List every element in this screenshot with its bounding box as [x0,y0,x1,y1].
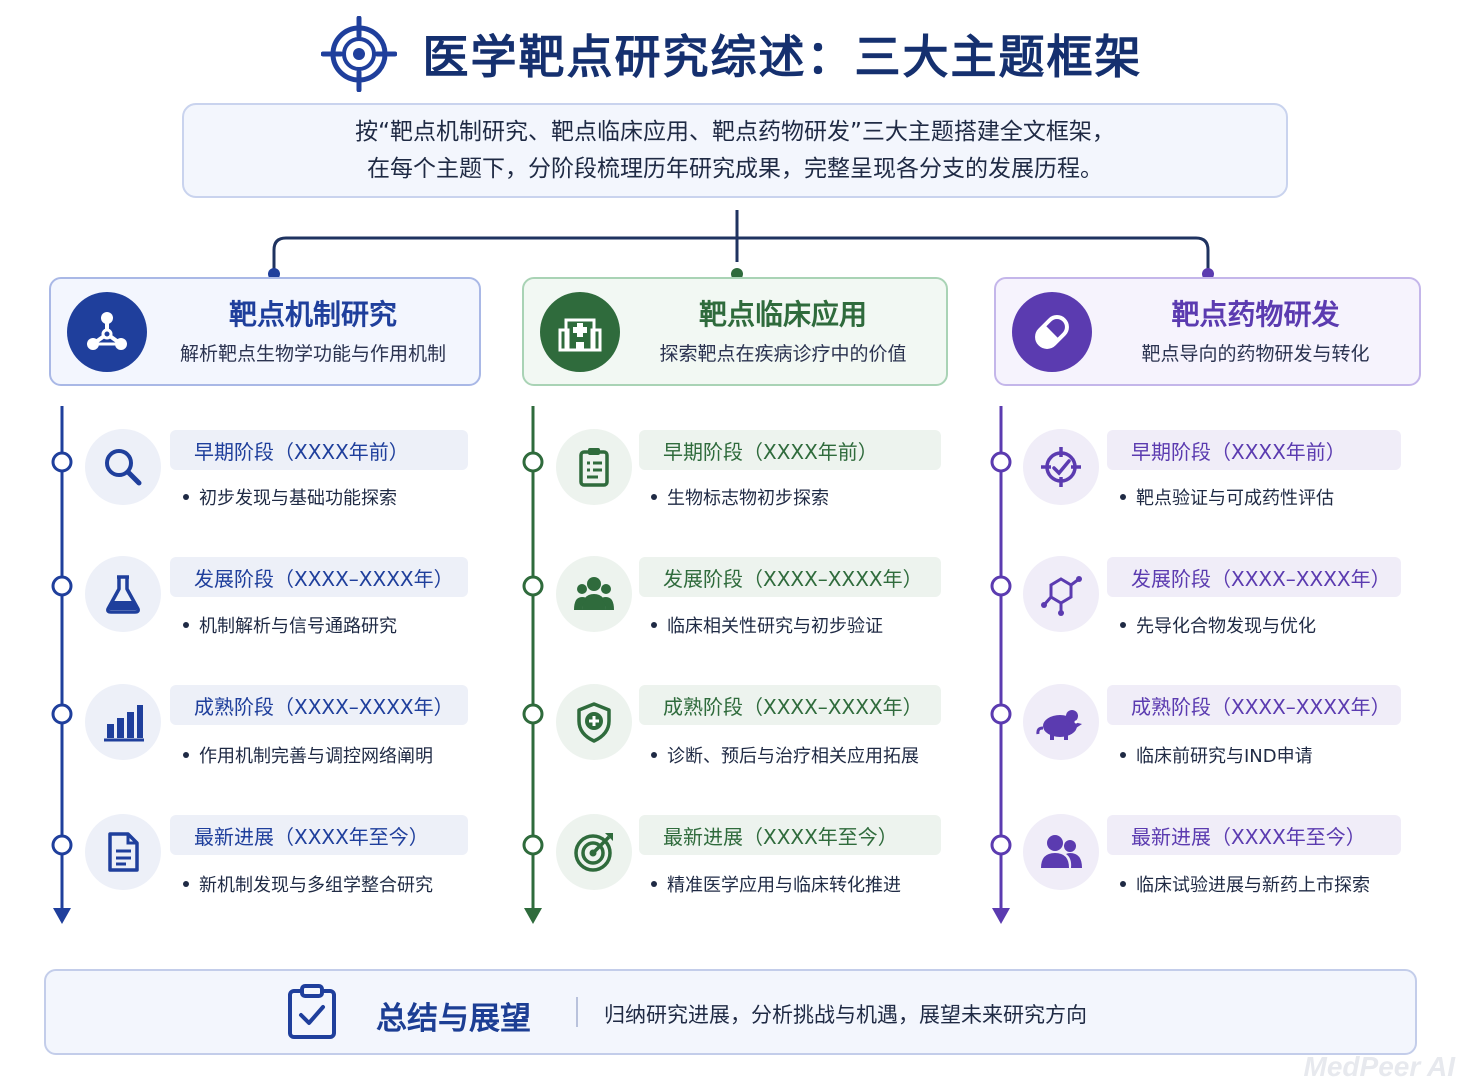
stage-label: 发展阶段（XXXX–XXXX年） [1107,557,1401,597]
stage-desc: 精准医学应用与临床转化推进 [651,873,901,899]
clipboard-icon [556,429,632,505]
stage-label: 最新进展（XXXX年至今） [1107,815,1401,855]
summary-divider [576,997,578,1027]
theme-subtitle: 解析靶点生物学功能与作用机制 [179,342,446,365]
pill-icon [1012,291,1092,372]
theme-card-mechanism: 靶点机制研究 解析靶点生物学功能与作用机制 [49,277,481,386]
mouse-icon [1023,684,1099,760]
stage-label: 早期阶段（XXXX年前） [639,430,941,470]
stage-desc: 临床相关性研究与初步验证 [651,614,883,640]
timeline-purple [990,406,1012,924]
stage-desc: 临床试验进展与新药上市探索 [1120,873,1370,899]
timeline-blue [51,406,73,924]
stage-desc: 诊断、预后与治疗相关应用拓展 [651,744,919,770]
theme-card-clinical: 靶点临床应用 探索靶点在疾病诊疗中的价值 [522,277,948,386]
timeline-green [522,406,544,924]
people-icon [1023,814,1099,890]
stage-desc: 作用机制完善与调控网络阐明 [183,744,433,770]
stage-label: 成熟阶段（XXXX–XXXX年） [170,685,468,725]
stage-desc: 新机制发现与多组学整合研究 [183,873,433,899]
stage-label: 早期阶段（XXXX年前） [170,430,468,470]
stage-label: 最新进展（XXXX年至今） [170,815,468,855]
stage-label: 成熟阶段（XXXX–XXXX年） [1107,685,1401,725]
stage-label: 最新进展（XXXX年至今） [639,815,941,855]
hospital-icon [540,291,620,372]
bar-chart-icon [85,684,161,760]
page-title: 医学靶点研究综述：三大主题框架 [422,30,1143,84]
stage-label: 成熟阶段（XXXX–XXXX年） [639,685,941,725]
stage-desc: 临床前研究与IND申请 [1120,744,1313,770]
theme-subtitle: 靶点导向的药物研发与转化 [1141,342,1370,365]
target-logo-icon [320,16,397,92]
target-check-icon [1023,429,1099,505]
stage-label: 发展阶段（XXXX–XXXX年） [170,557,468,597]
title-bar: 医学靶点研究综述：三大主题框架 [0,14,1463,94]
summary-title: 总结与展望 [376,1001,531,1037]
clipboard-check-icon [284,983,340,1045]
flask-icon [85,556,161,632]
stage-desc: 先导化合物发现与优化 [1120,614,1316,640]
document-icon [85,814,161,890]
theme-subtitle: 探索靶点在疾病诊疗中的价值 [659,342,907,365]
watermark: MedPeer AI [1303,1051,1455,1082]
stage-desc: 靶点验证与可成药性评估 [1120,486,1334,512]
shield-plus-icon [556,684,632,760]
theme-card-drug: 靶点药物研发 靶点导向的药物研发与转化 [994,277,1421,386]
intro-line-2: 在每个主题下，分阶段梳理历年研究成果，完整呈现各分支的发展历程。 [367,155,1103,182]
stage-desc: 机制解析与信号通路研究 [183,614,397,640]
target-arrow-icon [556,814,632,890]
intro-line-1: 按“靶点机制研究、靶点临床应用、靶点药物研发”三大主题搭建全文框架， [355,118,1115,145]
stage-desc: 初步发现与基础功能探索 [183,486,397,512]
summary-box: 总结与展望 归纳研究进展，分析挑战与机遇，展望未来研究方向 [44,969,1417,1055]
intro-box: 按“靶点机制研究、靶点临床应用、靶点药物研发”三大主题搭建全文框架， 在每个主题… [182,103,1288,198]
stage-desc: 生物标志物初步探索 [651,486,829,512]
theme-title: 靶点临床应用 [698,297,867,331]
molecule-network-icon [67,291,147,372]
theme-title: 靶点机制研究 [228,297,397,331]
magnifier-icon [85,429,161,505]
stage-label: 早期阶段（XXXX年前） [1107,430,1401,470]
summary-desc: 归纳研究进展，分析挑战与机遇，展望未来研究方向 [604,1003,1087,1027]
theme-title: 靶点药物研发 [1171,297,1340,331]
patient-group-icon [556,556,632,632]
compound-structure-icon [1023,556,1099,632]
stage-label: 发展阶段（XXXX–XXXX年） [639,557,941,597]
